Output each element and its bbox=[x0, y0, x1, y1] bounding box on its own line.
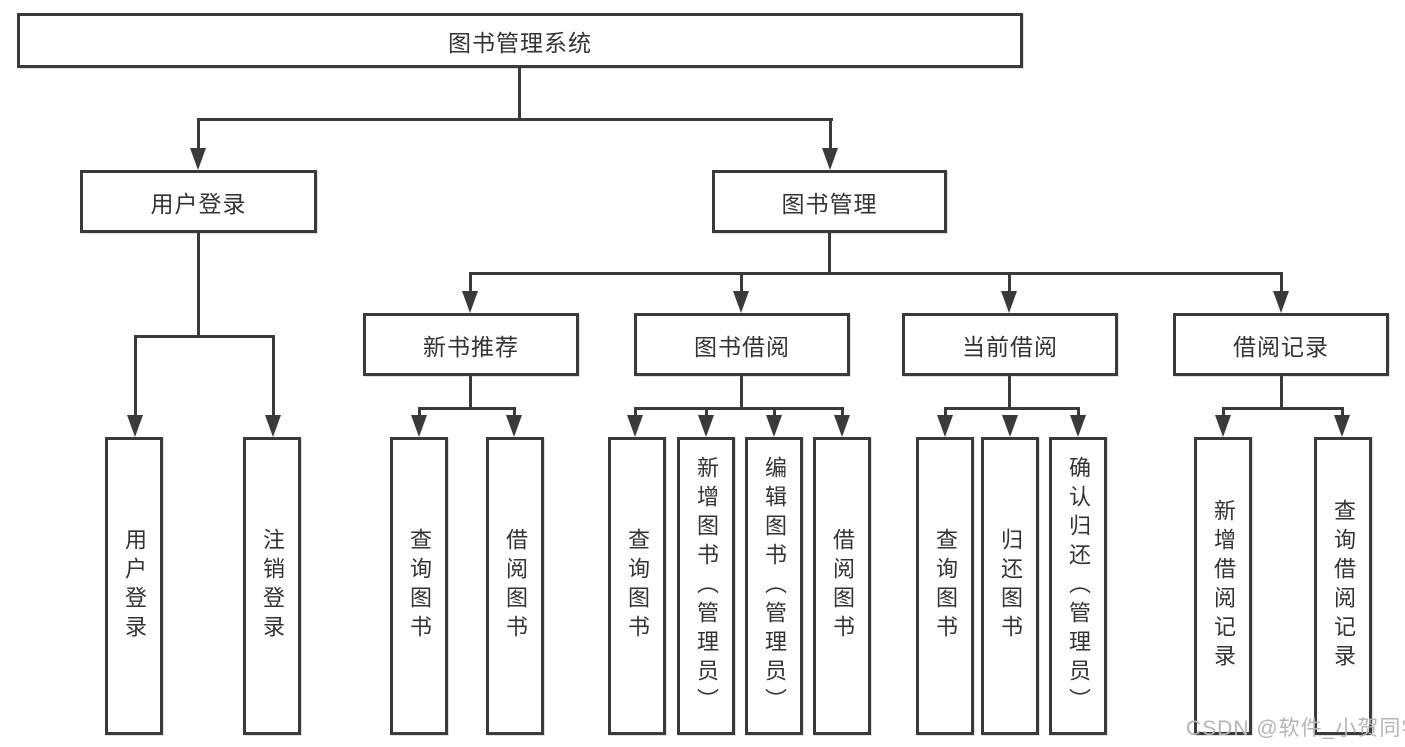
connector-line bbox=[197, 233, 200, 337]
node-records-label: 借阅记录 bbox=[1233, 333, 1329, 360]
node-root: 图书管理系统 bbox=[17, 13, 1023, 68]
leaf-user-login: 用户登录 bbox=[105, 437, 163, 735]
leaf-logout: 注销登录 bbox=[243, 437, 301, 735]
node-new-books: 新书推荐 bbox=[363, 313, 579, 376]
connector-line bbox=[740, 376, 743, 410]
arrowhead-icon bbox=[1001, 291, 1017, 313]
node-book-mgmt-label: 图书管理 bbox=[781, 190, 878, 217]
connector-line bbox=[469, 272, 472, 294]
connector-line bbox=[773, 407, 776, 421]
node-current: 当前借阅 bbox=[902, 313, 1118, 376]
leaf-borrowing-add-label: 新增图书（管理员） bbox=[694, 455, 719, 717]
connector-line bbox=[418, 407, 421, 421]
arrowhead-icon bbox=[627, 415, 643, 437]
node-current-label: 当前借阅 bbox=[962, 333, 1058, 360]
node-borrowing-label: 图书借阅 bbox=[694, 333, 790, 360]
leaf-borrowing-borrow-label: 借阅图书 bbox=[830, 528, 855, 644]
arrowhead-icon bbox=[506, 415, 522, 437]
arrowhead-icon bbox=[1002, 415, 1018, 437]
connector-line bbox=[197, 118, 833, 121]
leaf-records-add: 新增借阅记录 bbox=[1194, 437, 1252, 735]
connector-line bbox=[634, 407, 637, 421]
leaf-newbooks-query-label: 查询图书 bbox=[407, 528, 432, 644]
connector-line bbox=[197, 118, 200, 152]
connector-line bbox=[841, 407, 844, 421]
leaf-newbooks-borrow: 借阅图书 bbox=[486, 437, 544, 735]
leaf-newbooks-borrow-label: 借阅图书 bbox=[503, 528, 528, 644]
arrowhead-icon bbox=[822, 148, 838, 170]
leaf-current-confirm-label: 确认归还（管理员） bbox=[1066, 455, 1091, 717]
watermark: CSDN @软件_小贺同学 bbox=[1186, 717, 1405, 740]
leaf-newbooks-query: 查询图书 bbox=[390, 437, 448, 735]
connector-line bbox=[418, 407, 516, 410]
leaf-logout-label: 注销登录 bbox=[260, 528, 285, 644]
arrowhead-icon bbox=[411, 415, 427, 437]
connector-line bbox=[469, 272, 1283, 275]
connector-line bbox=[944, 407, 947, 421]
leaf-borrowing-edit: 编辑图书（管理员） bbox=[745, 437, 803, 735]
leaf-user-login-label: 用户登录 bbox=[122, 528, 147, 644]
connector-line bbox=[1280, 376, 1283, 410]
leaf-records-query-label: 查询借阅记录 bbox=[1331, 499, 1356, 673]
arrowhead-icon bbox=[834, 415, 850, 437]
arrowhead-icon bbox=[1334, 415, 1350, 437]
connector-line bbox=[740, 272, 743, 294]
arrowhead-icon bbox=[698, 415, 714, 437]
connector-line bbox=[1341, 407, 1344, 421]
connector-line bbox=[705, 407, 708, 421]
arrowhead-icon bbox=[265, 415, 281, 437]
connector-line bbox=[513, 407, 516, 421]
leaf-records-add-label: 新增借阅记录 bbox=[1211, 499, 1236, 673]
connector-line bbox=[634, 407, 844, 410]
node-book-mgmt: 图书管理 bbox=[712, 170, 947, 233]
arrowhead-icon bbox=[1273, 291, 1289, 313]
arrowhead-icon bbox=[190, 148, 206, 170]
node-new-books-label: 新书推荐 bbox=[423, 333, 519, 360]
leaf-current-return: 归还图书 bbox=[981, 437, 1039, 735]
connector-line bbox=[134, 335, 275, 338]
connector-line bbox=[1008, 376, 1011, 410]
leaf-records-query: 查询借阅记录 bbox=[1314, 437, 1372, 735]
connector-line bbox=[1280, 272, 1283, 294]
connector-line bbox=[1222, 407, 1344, 410]
node-root-label: 图书管理系统 bbox=[448, 29, 592, 56]
connector-line bbox=[944, 407, 1080, 410]
connector-line bbox=[134, 335, 137, 419]
connector-line bbox=[1222, 407, 1225, 421]
node-user-login-label: 用户登录 bbox=[150, 190, 247, 217]
connector-line bbox=[829, 118, 832, 152]
connector-line bbox=[828, 233, 831, 275]
node-records: 借阅记录 bbox=[1173, 313, 1389, 376]
connector-line bbox=[1008, 272, 1011, 294]
arrowhead-icon bbox=[462, 291, 478, 313]
connector-line bbox=[469, 376, 472, 410]
node-user-login: 用户登录 bbox=[80, 170, 317, 233]
leaf-borrowing-query-label: 查询图书 bbox=[625, 528, 650, 644]
connector-line bbox=[272, 335, 275, 419]
arrowhead-icon bbox=[937, 415, 953, 437]
leaf-borrowing-query: 查询图书 bbox=[608, 437, 666, 735]
leaf-current-return-label: 归还图书 bbox=[998, 528, 1023, 644]
leaf-borrowing-add: 新增图书（管理员） bbox=[677, 437, 735, 735]
leaf-current-query-label: 查询图书 bbox=[933, 528, 958, 644]
arrowhead-icon bbox=[1070, 415, 1086, 437]
node-borrowing: 图书借阅 bbox=[634, 313, 850, 376]
leaf-borrowing-edit-label: 编辑图书（管理员） bbox=[762, 455, 787, 717]
leaf-current-confirm: 确认归还（管理员） bbox=[1049, 437, 1107, 735]
leaf-borrowing-borrow: 借阅图书 bbox=[813, 437, 871, 735]
leaf-current-query: 查询图书 bbox=[916, 437, 974, 735]
connector-line bbox=[1077, 407, 1080, 421]
arrowhead-icon bbox=[1215, 415, 1231, 437]
arrowhead-icon bbox=[127, 415, 143, 437]
connector-line bbox=[518, 68, 521, 120]
arrowhead-icon bbox=[766, 415, 782, 437]
arrowhead-icon bbox=[733, 291, 749, 313]
